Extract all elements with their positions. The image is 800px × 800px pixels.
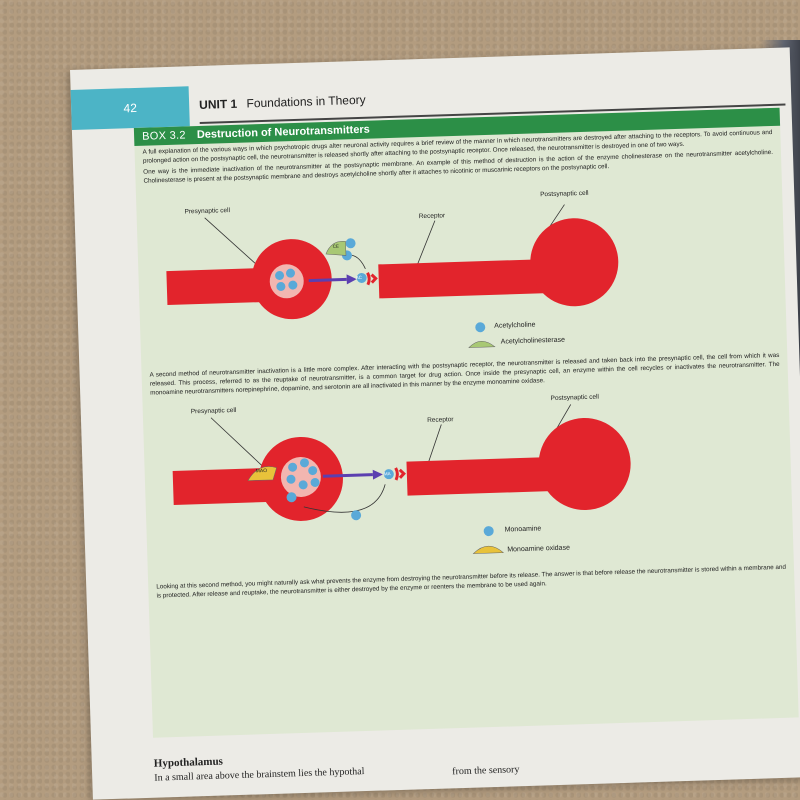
unit-label: UNIT 1 [198,96,238,112]
page-number: 42 [123,100,138,116]
release-arrow [308,278,347,283]
postsynaptic-dendrite [378,259,548,299]
mao-enzyme [247,466,277,482]
figure-1-postsynaptic-label: Postsynaptic cell [540,190,589,199]
body-text-left: Hypothalamus In a small area above the b… [154,738,795,784]
figure-2-enzyme-abbr: MAO [255,468,268,475]
book-page: 42 UNIT 1 Foundations in Theory BOX 3.2 … [70,47,800,800]
receptor [366,272,378,286]
figure-monoamine: Presynaptic cell Postsynaptic cell Recep… [150,382,785,580]
figure-1-drawing [166,204,619,349]
presynaptic-axon [166,267,278,306]
unit-title: UNIT 1 Foundations in Theory [199,93,366,112]
receptor [394,467,406,481]
box-title: Destruction of Neurotransmitters [196,123,370,142]
box-label: BOX 3.2 [141,129,186,143]
figure-1-legend-molecule: Acetylcholine [494,321,536,331]
figure-1-receptor-label: Receptor [418,212,446,221]
figure-acetylcholine: Presynaptic cell Postsynaptic cell Recep… [144,170,779,368]
figure-2-receptor-label: Receptor [427,416,454,425]
page-number-tab: 42 [70,86,190,130]
figure-2-presynaptic-label: Presynaptic cell [190,407,237,416]
body-text-right: from the sensory [452,764,520,778]
cholinesterase-enzyme [325,241,347,257]
figure-1-molecule-abbr: AC [355,275,363,281]
figure-1-enzyme-abbr: CE [332,244,340,250]
figure-1-presynaptic-label: Presynaptic cell [184,207,231,216]
postsynaptic-cell-body [538,418,631,511]
box-3-2: BOX 3.2 Destruction of Neurotransmitters… [133,107,799,738]
postsynaptic-cell-body [530,218,619,307]
figure-2-drawing [172,404,631,554]
monoamine-molecule [383,469,394,480]
release-arrow [322,473,373,478]
unit-name: Foundations in Theory [246,92,366,111]
figure-2-legend-molecule: Monoamine [504,525,542,534]
postsynaptic-dendrite [406,457,558,496]
reuptake-arrow [303,484,386,513]
figure-2-molecule-abbr: MA [383,471,391,477]
acetylcholine-molecule [356,273,367,284]
